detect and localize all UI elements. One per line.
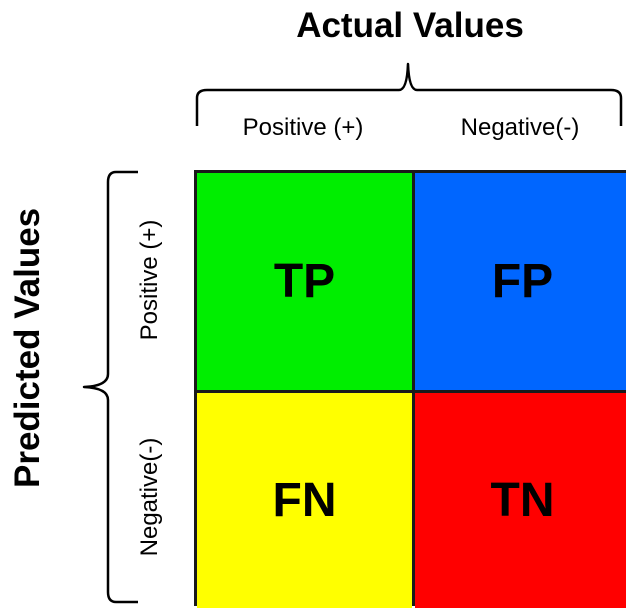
cell-false-negative: FN [197,393,412,608]
cell-true-positive: TP [197,173,412,390]
row-label-negative: Negative(-) [136,437,163,557]
left-brace [82,170,138,604]
predicted-values-title: Predicted Values [8,207,47,488]
cell-false-positive: FP [415,173,626,390]
top-brace [195,62,623,126]
column-label-positive: Positive (+) [242,114,364,141]
row-label-positive: Positive (+) [136,219,163,341]
cell-true-negative: TN [415,393,626,608]
confusion-matrix: TP FP FN TN [194,170,626,608]
column-label-negative: Negative(-) [460,114,580,141]
actual-values-title: Actual Values [296,6,524,45]
